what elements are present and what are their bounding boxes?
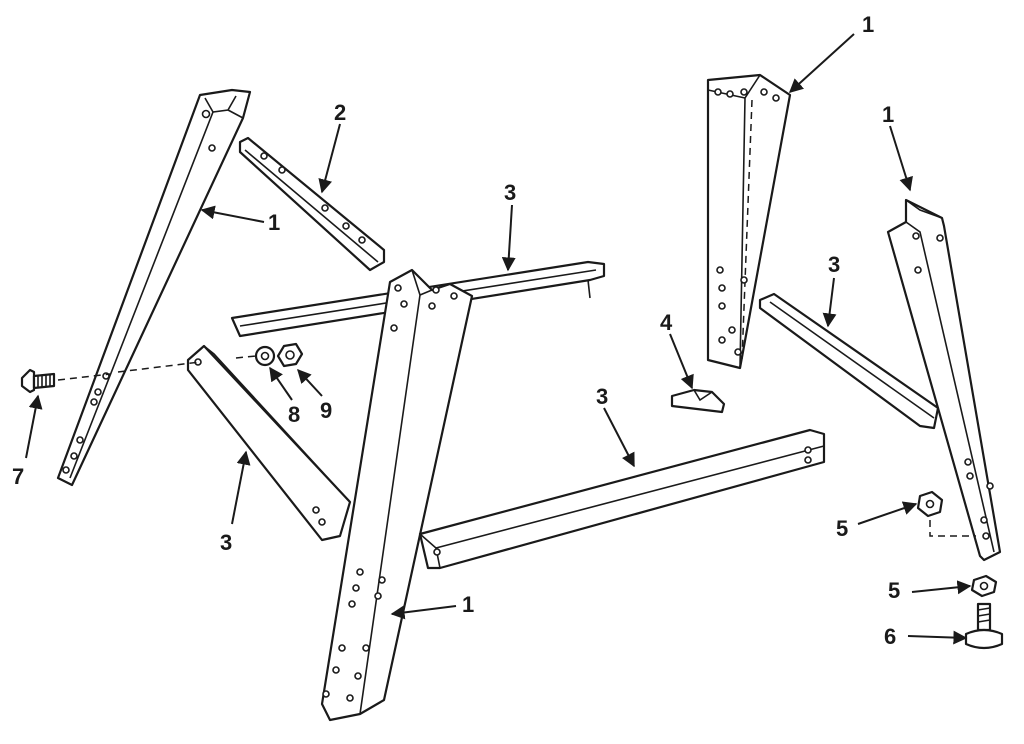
hex-nut-5-upper: [916, 490, 944, 518]
callout-5-upper: 5: [836, 516, 848, 541]
rail-front-long: [418, 428, 826, 570]
assembly-line-washer: [235, 355, 257, 359]
callout-3-front-long: 3: [596, 384, 608, 409]
rail-front-left-short: [186, 344, 352, 542]
callout-2: 2: [334, 100, 346, 125]
callout-3-side-right: 3: [828, 252, 840, 277]
hex-nut-5-lower: [970, 574, 998, 598]
callout-1-right: 1: [882, 102, 894, 127]
leg-front-center: [320, 268, 474, 722]
leg-front-right: [886, 198, 1002, 562]
callout-7: 7: [12, 464, 24, 489]
callout-1-left: 1: [268, 210, 280, 235]
callout-4: 4: [660, 310, 673, 335]
leader-lines: [25, 33, 972, 645]
rail-top-left: [238, 136, 386, 272]
callout-1-top-right: 1: [862, 12, 874, 37]
assembly-line-nut: [929, 520, 976, 537]
leg-left: [56, 88, 252, 487]
leveling-foot-6: [964, 602, 1004, 650]
assembly-line-bolt: [57, 361, 201, 381]
callout-8: 8: [288, 402, 300, 427]
callout-1-front: 1: [462, 592, 474, 617]
lock-washer-8: [254, 345, 276, 367]
leg-rear-right: [706, 73, 792, 370]
rail-side-right: [758, 292, 940, 430]
callout-9: 9: [320, 398, 332, 423]
callout-5-lower: 5: [888, 578, 900, 603]
callout-3-front-left: 3: [220, 530, 232, 555]
clip-part-4: [670, 388, 726, 414]
carriage-bolt-7: [20, 368, 56, 394]
callout-6: 6: [884, 624, 896, 649]
callout-3-rear: 3: [504, 180, 516, 205]
hex-nut-9: [276, 342, 304, 368]
